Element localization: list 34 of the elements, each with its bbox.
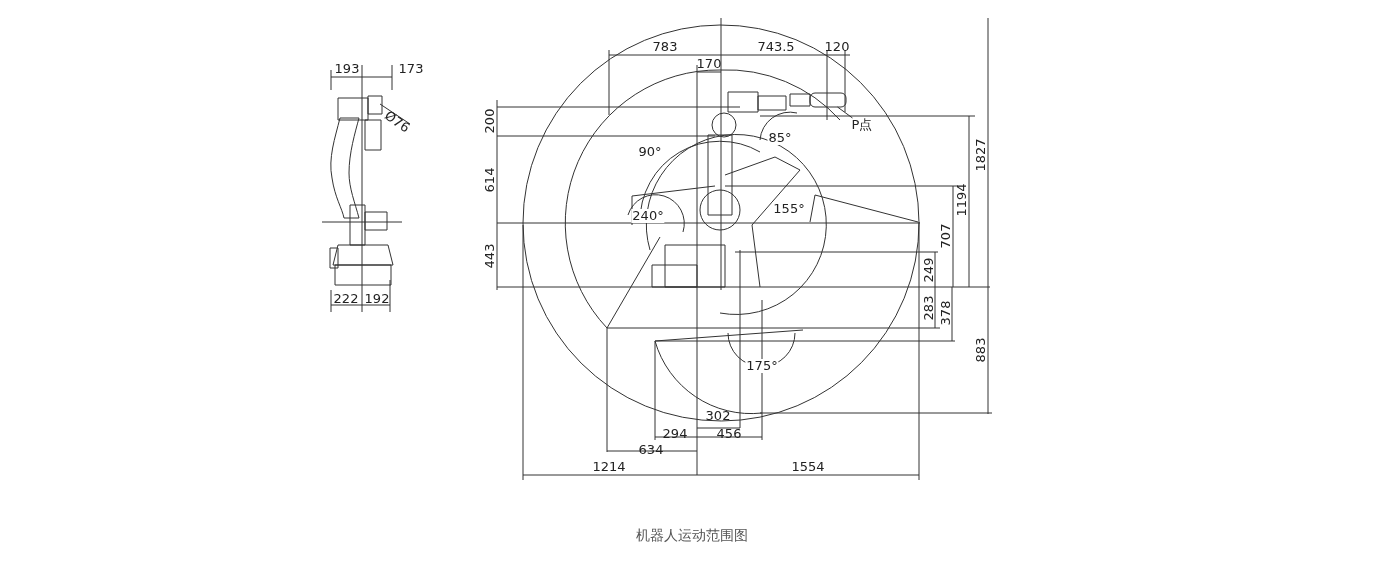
angle-label: 90° [637, 145, 663, 159]
angle-label: 85° [767, 131, 793, 145]
angle-label: 240° [631, 209, 665, 223]
angle-label: 155° [772, 202, 806, 216]
dimension-label: 1194 [955, 183, 969, 217]
dimension-label: 120 [824, 40, 850, 54]
dimension-label: 1827 [974, 138, 988, 172]
dimension-label: 634 [638, 443, 664, 457]
dimension-label: 173 [398, 62, 424, 76]
dimension-label: 707 [939, 223, 953, 249]
dimension-label: 378 [939, 300, 953, 326]
dimension-label: 193 [334, 62, 360, 76]
dimension-label: 200 [483, 108, 497, 134]
point-label: P点 [851, 118, 873, 132]
dimension-label: 283 [922, 295, 936, 321]
figure-caption: 机器人运动范围图 [636, 528, 748, 542]
dimension-label: Ø76 [382, 108, 412, 136]
dimension-label: 294 [662, 427, 688, 441]
dimension-label: 443 [483, 243, 497, 269]
dimension-label: 783 [652, 40, 678, 54]
dimension-label: 249 [922, 257, 936, 283]
angle-label: 175° [745, 359, 779, 373]
dimension-label: 302 [705, 409, 731, 423]
dimension-label: 170 [696, 57, 722, 71]
dimension-label: 456 [716, 427, 742, 441]
dimension-label: 614 [483, 167, 497, 193]
dimension-label: 222 [333, 292, 359, 306]
end-effector [809, 92, 847, 108]
leader-line [837, 106, 853, 119]
dimension-label: 743.5 [757, 40, 795, 54]
dimension-label: 883 [974, 337, 988, 363]
dimension-label: 1214 [592, 460, 626, 474]
dimension-label: 1554 [791, 460, 825, 474]
dimension-label: 192 [364, 292, 390, 306]
